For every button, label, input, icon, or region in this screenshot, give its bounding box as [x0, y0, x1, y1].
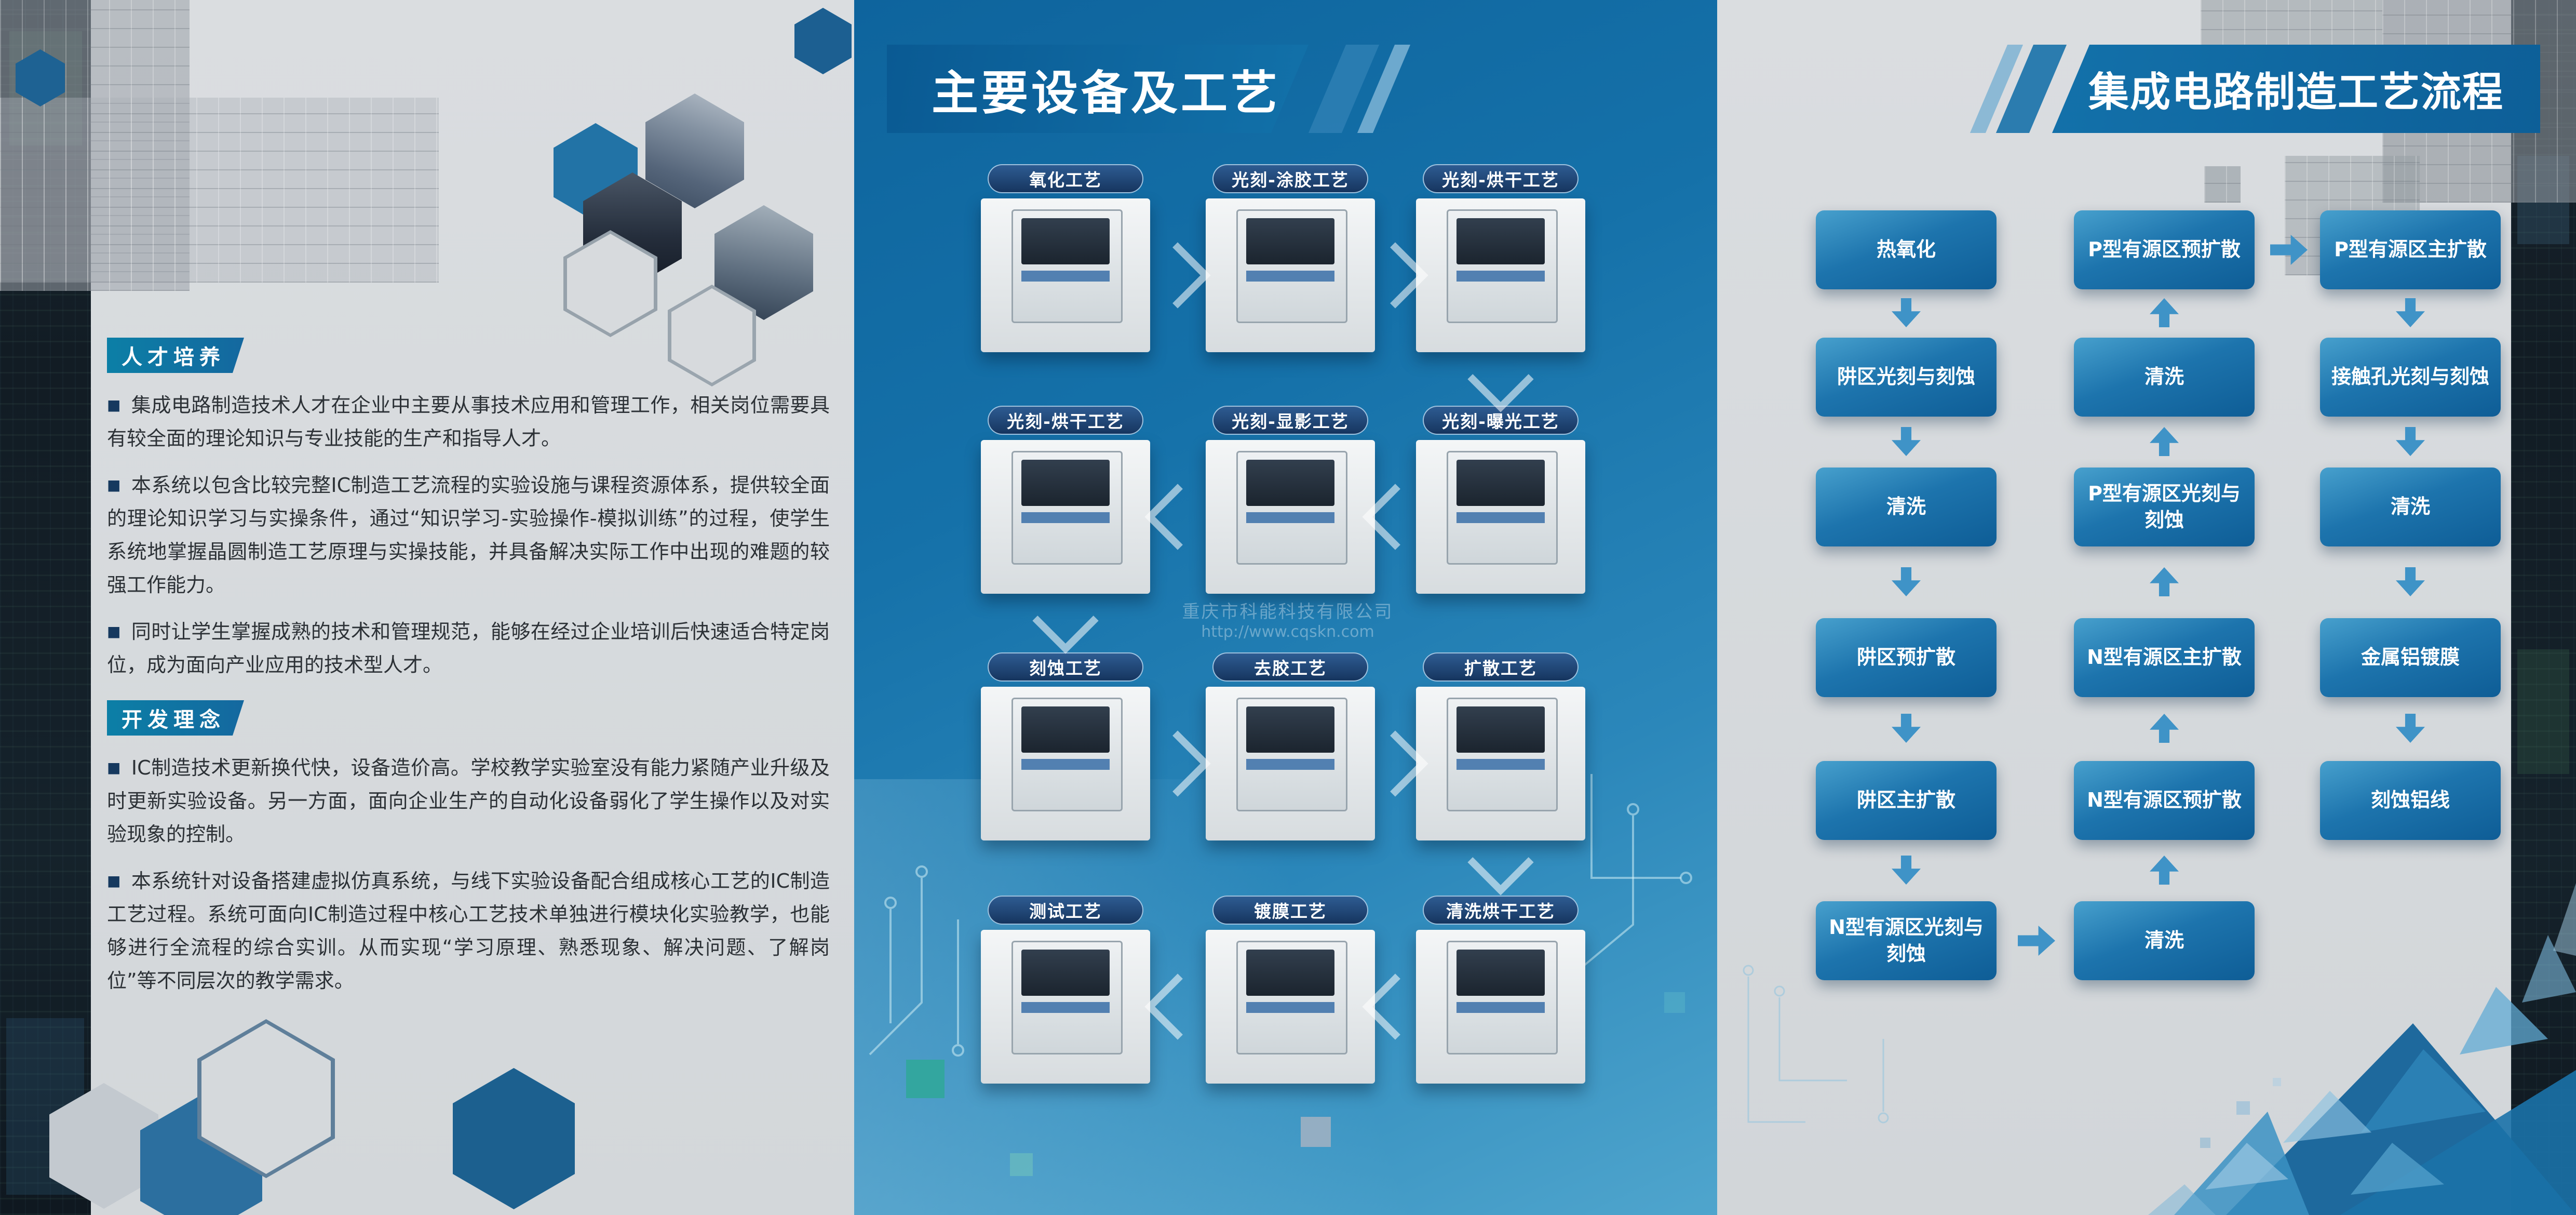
- equipment-cell: 光刻-烘干工艺: [981, 406, 1150, 594]
- equipment-photo: [981, 687, 1150, 840]
- equipment-photo: [981, 440, 1150, 594]
- philosophy-section-header: 开发理念: [107, 700, 244, 736]
- equipment-photo: [1416, 687, 1585, 840]
- hexagon-outline-decor: [668, 285, 756, 386]
- circuit-lines-decor: [869, 774, 1692, 1176]
- hexagon-decor: [794, 8, 852, 74]
- equipment-cell: 测试工艺: [981, 896, 1150, 1084]
- philosophy-section-text: IC制造技术更新换代快，设备造价高。学校教学实验室没有能力紧随产业升级及时更新实…: [107, 751, 830, 1011]
- pcb-texture-block: [2517, 649, 2569, 774]
- process-label: 光刻-曝光工艺: [1423, 406, 1579, 435]
- equipment-photo: [1416, 930, 1585, 1084]
- equipment-photo: [981, 930, 1150, 1084]
- flow-step: P型有源区光刻与刻蚀: [2074, 468, 2255, 546]
- flow-step: N型有源区预扩散: [2074, 761, 2255, 840]
- process-label: 光刻-烘干工艺: [1423, 164, 1579, 193]
- equipment-photo: [1206, 687, 1375, 840]
- process-label: 扩散工艺: [1423, 652, 1579, 682]
- equipment-cell: 光刻-烘干工艺: [1416, 164, 1585, 352]
- equipment-cell: 光刻-涂胶工艺: [1206, 164, 1375, 352]
- right-panel-title-banner: 集成电路制造工艺流程: [2052, 45, 2540, 133]
- flow-step: 清洗: [1816, 468, 1997, 546]
- process-label: 刻蚀工艺: [988, 652, 1143, 682]
- flow-step: 热氧化: [1816, 210, 1997, 289]
- equipment-cell: 扩散工艺: [1416, 652, 1585, 840]
- flow-step: 金属铝镀膜: [2320, 618, 2501, 697]
- flow-step: 清洗: [2074, 338, 2255, 417]
- process-label: 光刻-烘干工艺: [988, 406, 1143, 435]
- equipment-cell: 去胶工艺: [1206, 652, 1375, 840]
- paragraph: 集成电路制造技术人才在企业中主要从事技术应用和管理工作，相关岗位需要具有较全面的…: [107, 389, 830, 455]
- equipment-cell: 光刻-曝光工艺: [1416, 406, 1585, 594]
- equipment-cell: 镀膜工艺: [1206, 896, 1375, 1084]
- left-panel-background: [91, 0, 854, 1215]
- flow-step: 清洗: [2074, 901, 2255, 980]
- flow-step: 阱区主扩散: [1816, 761, 1997, 840]
- paragraph: IC制造技术更新换代快，设备造价高。学校教学实验室没有能力紧随产业升级及时更新实…: [107, 751, 830, 851]
- flow-step: P型有源区预扩散: [2074, 210, 2255, 289]
- equipment-cell: 氧化工艺: [981, 164, 1150, 352]
- talent-section-header: 人才培养: [107, 338, 244, 373]
- blue-shards-decor: [1743, 883, 2576, 1215]
- flow-step: 阱区预扩散: [1816, 618, 1997, 697]
- flow-step: P型有源区主扩散: [2320, 210, 2501, 289]
- flow-step: 清洗: [2320, 468, 2501, 546]
- equipment-photo: [1206, 198, 1375, 352]
- equipment-photo: [1206, 440, 1375, 594]
- process-label: 光刻-显影工艺: [1212, 406, 1368, 435]
- equipment-cell: 清洗烘干工艺: [1416, 896, 1585, 1084]
- equipment-cell: 光刻-显影工艺: [1206, 406, 1375, 594]
- flow-step: N型有源区主扩散: [2074, 618, 2255, 697]
- paragraph: 本系统以包含比较完整IC制造工艺流程的实验设施与课程资源体系，提供较全面的理论知…: [107, 469, 830, 602]
- process-label: 去胶工艺: [1212, 652, 1368, 682]
- flow-step: 接触孔光刻与刻蚀: [2320, 338, 2501, 417]
- right-panel-title: 集成电路制造工艺流程: [2088, 69, 2504, 116]
- pcb-photo-block: [2204, 166, 2241, 203]
- watermark: 重庆市科能科技有限公司 http://www.cqskn.com: [1137, 597, 1438, 641]
- equipment-cell: 刻蚀工艺: [981, 652, 1150, 840]
- paragraph: 同时让学生掌握成熟的技术和管理规范，能够在经过企业培训后快速适合特定岗位，成为面…: [107, 615, 830, 682]
- middle-panel-title: 主要设备及工艺: [932, 66, 1280, 121]
- process-label: 氧化工艺: [988, 164, 1143, 193]
- watermark-url: http://www.cqskn.com: [1201, 623, 1374, 641]
- equipment-photo: [981, 198, 1150, 352]
- pcb-photo-block: [0, 0, 190, 291]
- middle-panel-title-banner: 主要设备及工艺: [887, 45, 1309, 133]
- process-label: 光刻-涂胶工艺: [1212, 164, 1368, 193]
- flow-step: N型有源区光刻与刻蚀: [1816, 901, 1997, 980]
- equipment-photo: [1206, 930, 1375, 1084]
- flow-step: 阱区光刻与刻蚀: [1816, 338, 1997, 417]
- process-label: 镀膜工艺: [1212, 896, 1368, 925]
- talent-section-text: 集成电路制造技术人才在企业中主要从事技术应用和管理工作，相关岗位需要具有较全面的…: [107, 389, 830, 695]
- flow-step: 刻蚀铝线: [2320, 761, 2501, 840]
- watermark-company: 重庆市科能科技有限公司: [1182, 602, 1394, 622]
- equipment-photo: [1416, 198, 1585, 352]
- process-label: 清洗烘干工艺: [1423, 896, 1579, 925]
- paragraph: 本系统针对设备搭建虚拟仿真系统，与线下实验设备配合组成核心工艺的IC制造工艺过程…: [107, 864, 830, 997]
- process-label: 测试工艺: [988, 896, 1143, 925]
- pcb-photo-block: [0, 98, 439, 283]
- equipment-photo: [1416, 440, 1585, 594]
